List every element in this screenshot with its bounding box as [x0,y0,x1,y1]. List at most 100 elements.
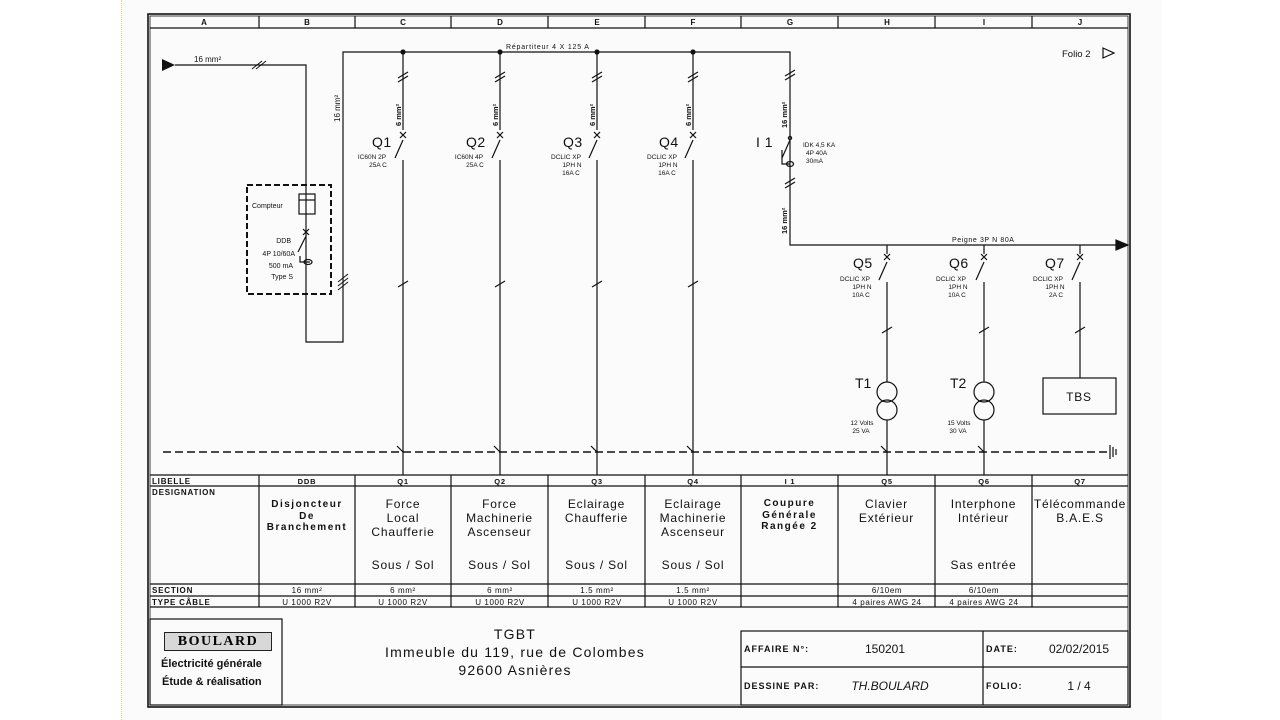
feed-arrow-icon [162,59,175,71]
col-label-a: A [201,18,207,27]
busbar-label: Répartiteur 4 X 125 A [506,44,590,51]
row-label-section: SECTION [152,586,193,595]
cable-cell: U 1000 R2V [282,598,332,607]
drawing-address-1: Immeuble du 119, rue de Colombes [385,644,645,660]
feeder-q4 [684,49,699,475]
breaker-q3-spec-1: 1PH N [562,162,581,169]
feed-drop-section-label: 16 mm² [333,95,342,122]
row-label-designation: DESIGNATION [152,488,216,497]
breaker-q3-id: Q3 [563,134,583,150]
feed-tick-marks [251,60,349,291]
feeder-q6 [973,245,995,475]
drawing-address-2: 92600 Asnières [458,662,572,678]
ddb-spec-0: DDB [276,238,291,245]
transformer-t1-spec-1: 25 VA [852,428,870,435]
breaker-q3-spec-2: 16A C [562,170,580,177]
folio-arrow-icon [1102,47,1116,59]
cable-cell: U 1000 R2V [668,598,718,607]
dessine-value: TH.BOULARD [851,679,929,693]
cable-cell: 4 paires AWG 24 [949,598,1018,607]
feeder-q3 [588,49,603,475]
breaker-q2-section: 6 mm² [491,103,500,126]
meter-symbol [298,193,316,215]
section-cell: 1.5 mm² [676,586,710,595]
breaker-q4-section: 6 mm² [684,103,693,126]
tbs-box-label: TBS [1066,390,1092,404]
transformer-t2-spec-1: 30 VA [949,428,967,435]
libelle-cell: I 1 [785,477,796,486]
feeder-q5 [876,245,898,475]
transformer-t2-spec-0: 15 Volts [947,420,971,427]
section-cell: 6/10em [969,586,999,595]
ddb-spec-1: 4P 10/60A [262,251,295,258]
breaker-q1-id: Q1 [372,134,392,150]
breaker-i1-id: I 1 [756,134,773,150]
breaker-q4-spec-2: 16A C [658,170,676,177]
meter-box [246,184,332,295]
section-cell: 6 mm² [390,586,416,595]
breaker-q4-id: Q4 [659,134,679,150]
libelle-cell: Q5 [881,477,893,486]
col-label-e: E [594,18,600,27]
libelle-cell: Q2 [494,477,506,486]
breaker-q6-spec-0: DCLIC XP [936,276,966,283]
col-header-separators [258,16,1033,28]
col-label-j: J [1078,18,1082,27]
breaker-i1-spec-0: IDK 4,5 KA [803,142,836,149]
breaker-i1-spec-2: 30mA [806,158,824,165]
cable-cell: 4 paires AWG 24 [852,598,921,607]
meter-label: Compteur [252,203,283,210]
breaker-q7-id: Q7 [1045,255,1065,271]
location-q1: Sous / Sol [371,558,435,572]
feed-line [175,51,1120,343]
col-label-b: B [304,18,310,27]
breaker-q6-id: Q6 [949,255,969,271]
location-q2: Sous / Sol [468,558,531,572]
location-q6: Sas entrée [950,558,1017,572]
folio-ref: Folio 2 [1062,47,1116,60]
breaker-q5-spec-0: DCLIC XP [840,276,870,283]
designation-table-grid [150,474,1128,608]
feeder-q2 [491,49,506,475]
frame-inner [149,15,1129,706]
breaker-q4-spec-0: DCLIC XP [647,154,677,161]
cable-cell: U 1000 R2V [572,598,622,607]
cable-cell: U 1000 R2V [378,598,428,607]
col-label-g: G [787,18,793,27]
section-cell: 6 mm² [487,586,513,595]
switch-i1 [781,69,796,189]
libelle-cell: Q4 [687,477,699,486]
ddb-spec-3: Type S [271,274,293,281]
ddb-diff-loop [299,256,310,263]
feeder-q1 [394,49,409,475]
location-q4: Sous / Sol [661,558,725,572]
libelle-cell: Q1 [397,477,409,486]
row-label-cable: TYPE CÂBLE [152,598,211,607]
company-tagline-1: Électricité générale [161,658,262,670]
transformer-t2-id: T2 [950,375,967,391]
feed-section-label: 16 mm² [194,55,221,64]
drawing-title: TGBT [493,626,537,642]
breaker-q1-spec-1: 25A C [369,162,387,169]
location-q3: Sous / Sol [565,558,628,572]
breaker-q5-spec-1: 1PH N [852,284,871,291]
breaker-q7-spec-0: DCLIC XP [1033,276,1063,283]
affaire-label: AFFAIRE N°: [744,644,810,654]
section-cell: 6/10em [872,586,902,595]
breaker-q5-id: Q5 [853,255,873,271]
section-cell: 16 mm² [292,586,323,595]
libelle-cell: DDB [298,477,317,486]
row-label-libelle: LIBELLE [152,477,191,486]
breaker-q5-spec-2: 10A C [852,292,870,299]
peigne-arrow [1115,239,1130,251]
company-tagline-2: Étude & réalisation [162,676,262,688]
earth-symbol [1109,445,1117,459]
breaker-q3-spec-0: DCLIC XP [551,154,581,161]
